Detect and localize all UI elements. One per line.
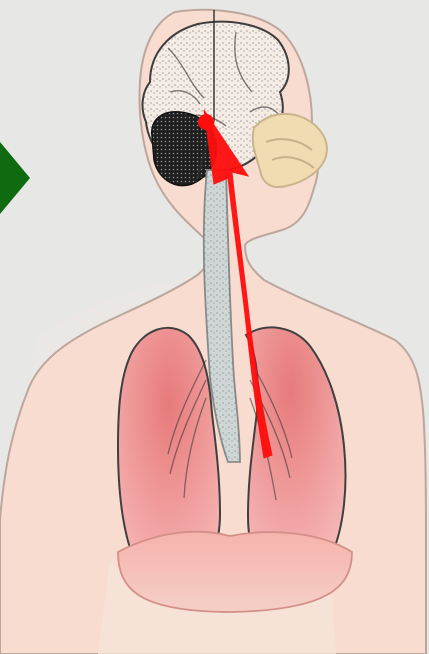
signal-origin-dot (198, 114, 214, 130)
diaphragm (118, 532, 352, 612)
